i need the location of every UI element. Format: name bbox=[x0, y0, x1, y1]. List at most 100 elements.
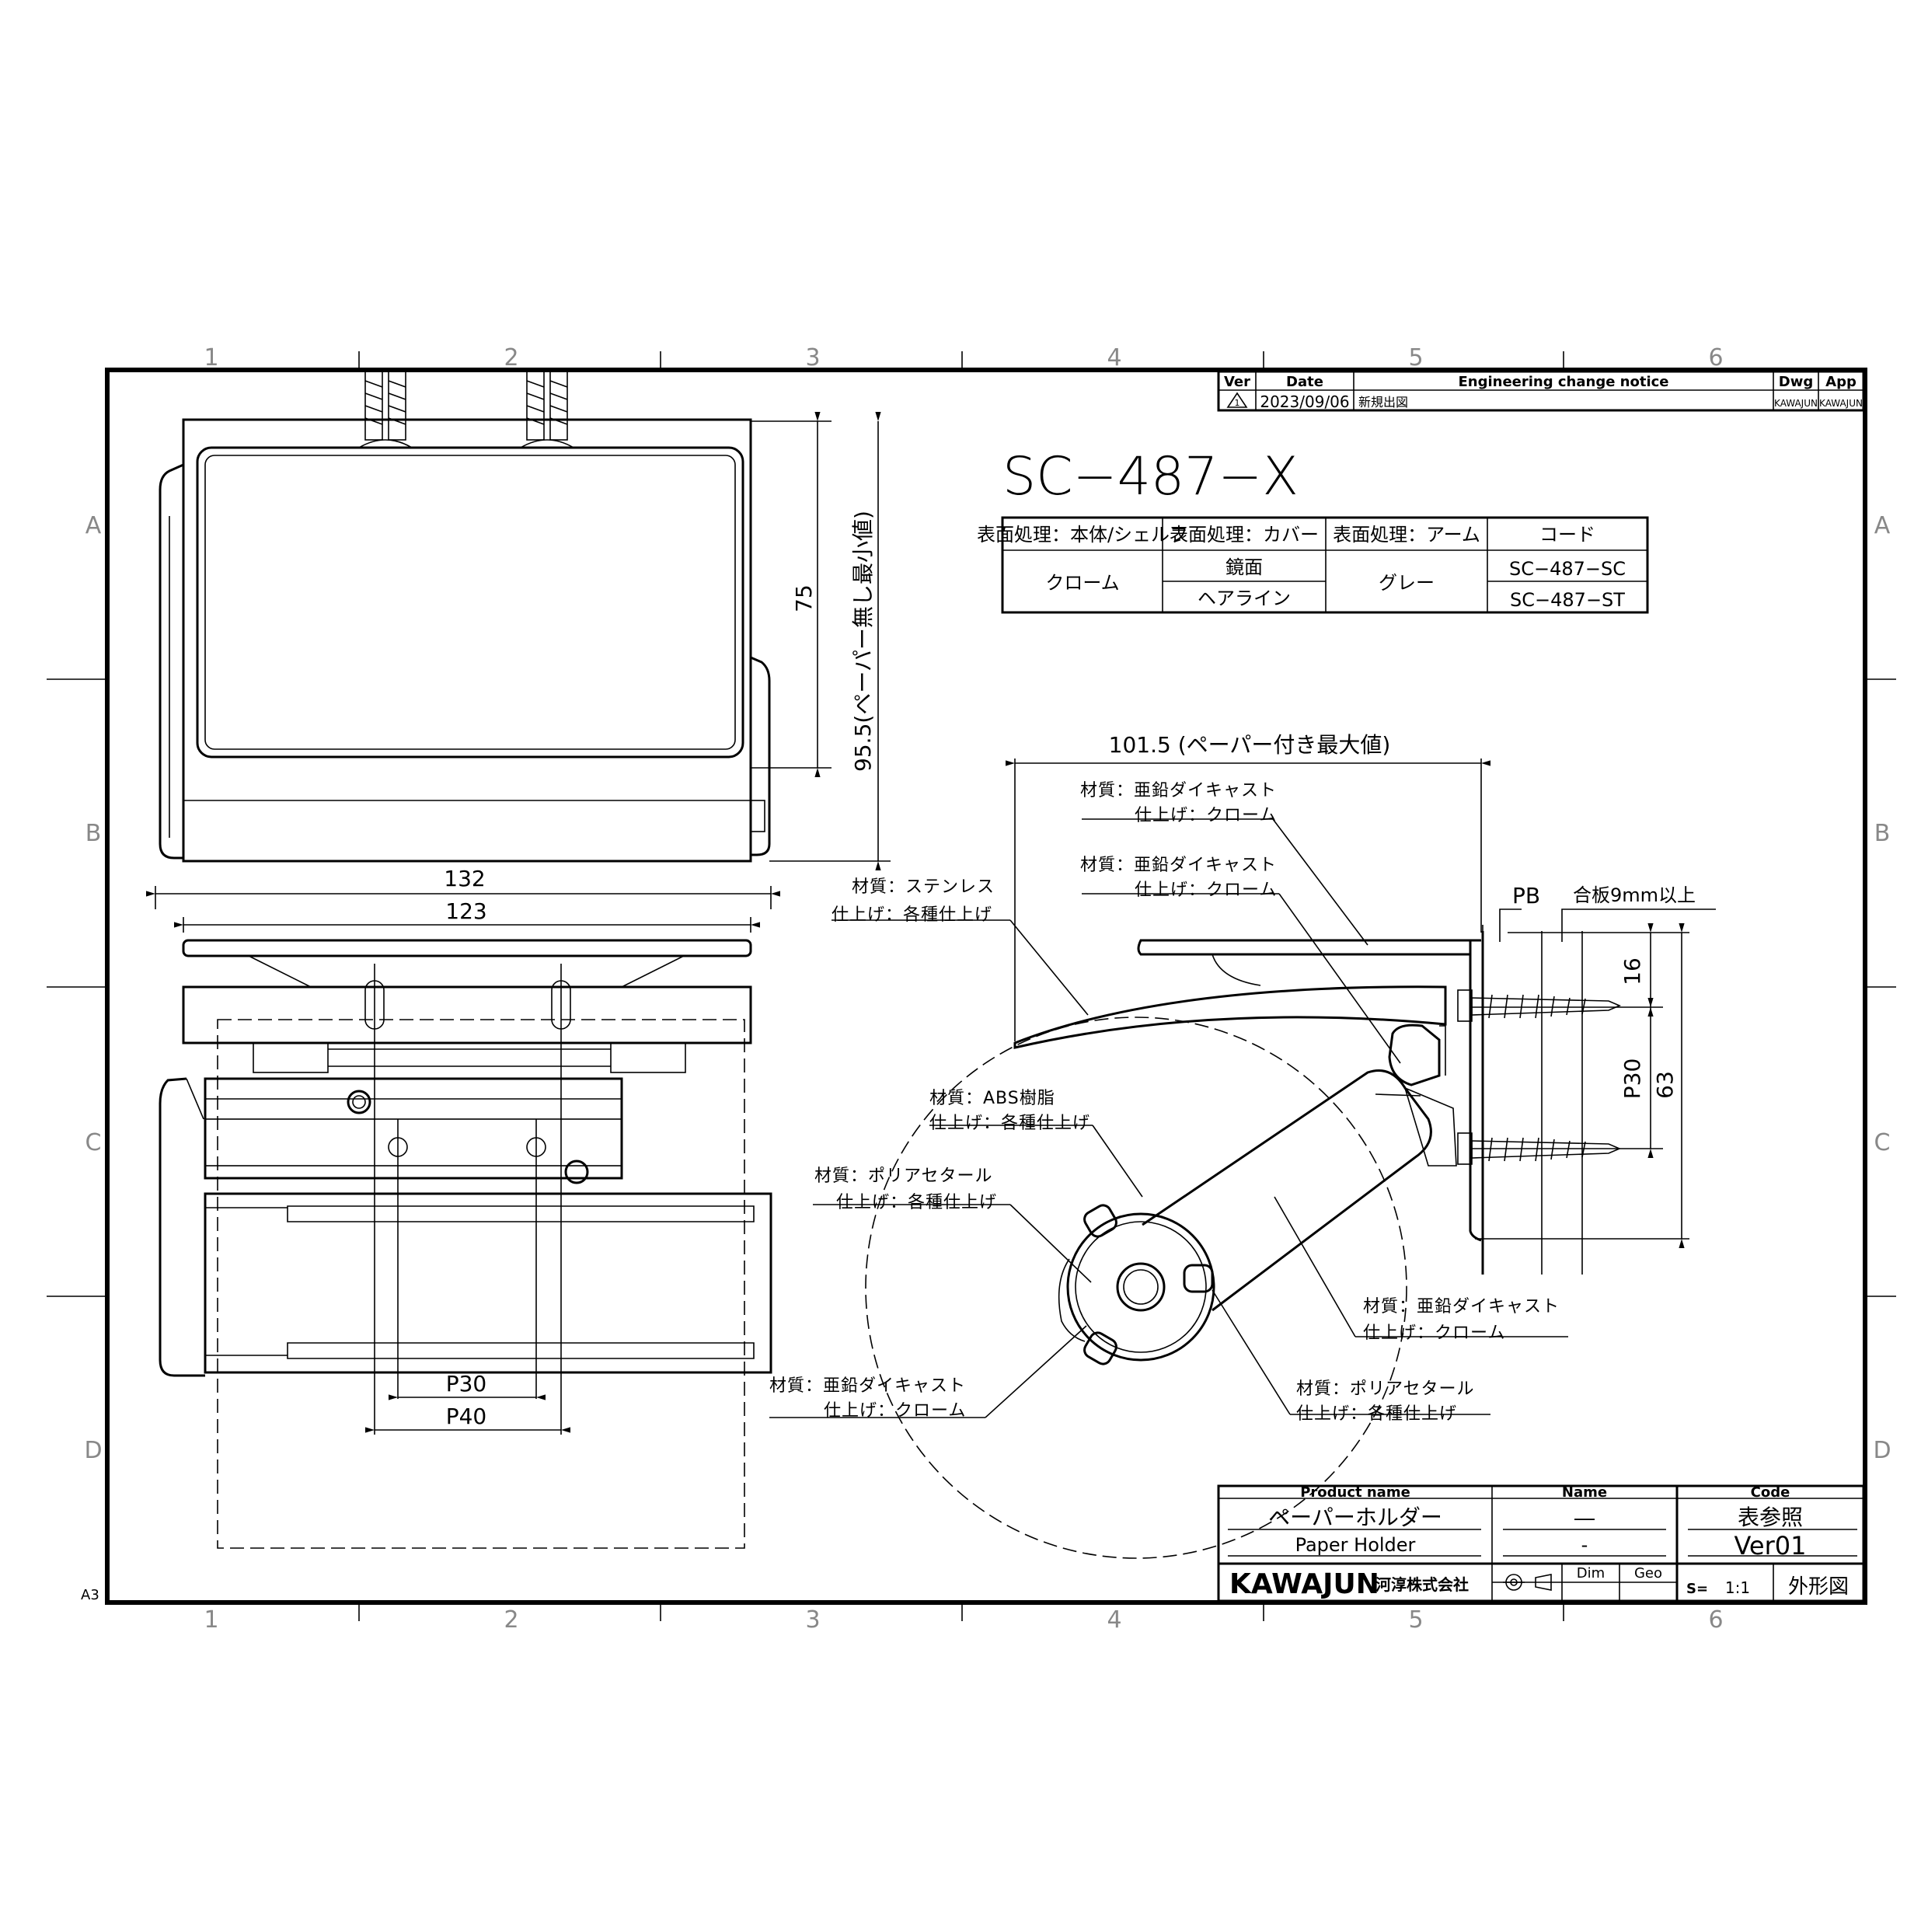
dim-v16: 16 bbox=[1619, 957, 1645, 985]
sheet-size-label: A3 bbox=[81, 1587, 99, 1603]
callout-6-material: 材質：亜鉛ダイキャスト bbox=[1363, 1297, 1560, 1316]
callout-4-material: 材質：ABS樹脂 bbox=[929, 1089, 1055, 1108]
finish-header-cover: 表面処理：カバー bbox=[1170, 524, 1319, 546]
callout-6-finish: 仕上げ：クローム bbox=[1363, 1323, 1505, 1343]
callout-8-material: 材質：ポリアセタール bbox=[1296, 1379, 1475, 1399]
rev-header-date: Date bbox=[1286, 374, 1323, 390]
callout-3-material: 材質：ステンレス bbox=[852, 877, 995, 897]
revision-triangle-icon bbox=[1226, 392, 1248, 408]
callout-7-finish: 仕上げ：クローム bbox=[824, 1401, 966, 1421]
rev-header-dwg: Dwg bbox=[1779, 374, 1813, 390]
name-jp-value: ― bbox=[1574, 1507, 1595, 1530]
scale-value: 1:1 bbox=[1725, 1578, 1750, 1597]
grid-col-1-top: 1 bbox=[204, 344, 218, 371]
title-header-product: Product name bbox=[1300, 1484, 1410, 1501]
grid-row-b-right: B bbox=[1874, 820, 1891, 847]
finish-cover-row2: ヘアライン bbox=[1198, 588, 1291, 609]
grid-row-a-left: A bbox=[85, 512, 102, 539]
side-view-dims bbox=[1006, 759, 1716, 1248]
grid-row-d-right: D bbox=[1873, 1437, 1891, 1464]
callout-8-finish: 仕上げ：各種仕上げ bbox=[1296, 1404, 1457, 1424]
dim-depth-101: 101.5 (ペーパー付き最大値) bbox=[1109, 732, 1391, 758]
grid-row-b-left: B bbox=[85, 820, 102, 847]
dim-width-123: 123 bbox=[445, 898, 486, 924]
callout-4-finish: 仕上げ：各種仕上げ bbox=[929, 1114, 1090, 1133]
version-value: Ver01 bbox=[1735, 1531, 1807, 1561]
revision-block: Ver Date Engineering change notice Dwg A… bbox=[1217, 370, 1865, 412]
callout-5-finish: 仕上げ：各種仕上げ bbox=[836, 1193, 997, 1212]
grid-col-2-top: 2 bbox=[504, 344, 518, 371]
grid-row-c-left: C bbox=[85, 1129, 102, 1156]
rev-header-notice: Engineering change notice bbox=[1458, 374, 1668, 390]
finish-header-code: コード bbox=[1539, 524, 1595, 546]
rev-app-value: KAWAJUN bbox=[1819, 398, 1863, 409]
rev-header-ver: Ver bbox=[1224, 374, 1250, 390]
grid-col-4-bottom: 4 bbox=[1107, 1606, 1121, 1634]
sheet-border bbox=[105, 368, 1867, 1605]
front-view-dims bbox=[751, 412, 891, 870]
dim-p40-bottom: P40 bbox=[446, 1404, 487, 1429]
dim-p30-bottom: P30 bbox=[446, 1371, 487, 1397]
grid-col-2-bottom: 2 bbox=[504, 1606, 518, 1634]
grid-col-1-bottom: 1 bbox=[204, 1606, 218, 1634]
callout-1-finish: 仕上げ：クローム bbox=[1135, 806, 1277, 825]
finish-code-row2: SC−487−ST bbox=[1510, 589, 1625, 611]
grid-row-a-right: A bbox=[1874, 512, 1891, 539]
rev-header-app: App bbox=[1825, 374, 1857, 390]
finish-cover-row1: 鏡面 bbox=[1225, 556, 1263, 578]
geo-label: Geo bbox=[1634, 1565, 1662, 1582]
scale-label: S= bbox=[1686, 1581, 1708, 1597]
callout-2-finish: 仕上げ：クローム bbox=[1135, 881, 1277, 900]
grid-col-5-top: 5 bbox=[1408, 344, 1423, 371]
product-name-jp: ペーパーホルダー bbox=[1268, 1505, 1442, 1530]
callout-1-material: 材質：亜鉛ダイキャスト bbox=[1080, 781, 1277, 800]
grid-col-3-bottom: 3 bbox=[805, 1606, 820, 1634]
dim-height-75: 75 bbox=[791, 584, 817, 612]
title-header-code: Code bbox=[1751, 1484, 1790, 1501]
dim-v63: 63 bbox=[1652, 1071, 1678, 1099]
rev-dwg-value: KAWAJUN bbox=[1774, 398, 1818, 409]
product-name-en: Paper Holder bbox=[1295, 1534, 1416, 1556]
dim-plywood: 合板9mm以上 bbox=[1573, 884, 1696, 906]
dim-vp30: P30 bbox=[1619, 1058, 1645, 1100]
rev-notice-value: 新規出図 bbox=[1358, 395, 1408, 410]
name-en-value: - bbox=[1581, 1534, 1588, 1556]
grid-col-4-top: 4 bbox=[1107, 344, 1121, 371]
company-name: 河淳株式会社 bbox=[1375, 1575, 1469, 1594]
finish-header-arm: 表面処理：アーム bbox=[1333, 524, 1480, 546]
callout-leaders bbox=[769, 818, 1568, 1418]
title-block bbox=[1217, 1484, 1865, 1602]
front-view bbox=[159, 369, 771, 863]
grid-col-5-bottom: 5 bbox=[1408, 1606, 1423, 1634]
rev-date-value: 2023/09/06 bbox=[1260, 392, 1349, 411]
top-view bbox=[146, 886, 780, 1549]
grid-row-c-right: C bbox=[1874, 1129, 1891, 1156]
projection-symbol-icon bbox=[1503, 1574, 1552, 1591]
callout-3-finish: 仕上げ：各種仕上げ bbox=[832, 905, 992, 925]
company-logo: KAWAJUN bbox=[1229, 1568, 1379, 1600]
dim-width-132: 132 bbox=[444, 866, 485, 891]
grid-row-d-left: D bbox=[84, 1437, 102, 1464]
finish-code-row1: SC−487−SC bbox=[1509, 558, 1626, 580]
grid-ticks bbox=[47, 351, 1896, 1621]
finish-header-body: 表面処理：本体/シェルフ bbox=[977, 524, 1188, 546]
finish-body-value: クローム bbox=[1045, 572, 1119, 594]
model-number: SC−487−X bbox=[1002, 446, 1299, 507]
drawing-type: 外形図 bbox=[1788, 1575, 1849, 1599]
dim-label: Dim bbox=[1577, 1565, 1605, 1582]
code-value: 表参照 bbox=[1738, 1505, 1803, 1530]
callout-2-material: 材質：亜鉛ダイキャスト bbox=[1080, 856, 1277, 875]
rev-ver-value: 1 bbox=[1235, 398, 1240, 408]
callout-7-material: 材質：亜鉛ダイキャスト bbox=[769, 1376, 966, 1396]
grid-col-3-top: 3 bbox=[805, 344, 820, 371]
dim-height-95: 95.5(ペーパー無し最小値) bbox=[850, 511, 876, 772]
finish-arm-value: グレー bbox=[1379, 572, 1435, 594]
title-header-name: Name bbox=[1562, 1484, 1607, 1501]
grid-col-6-top: 6 bbox=[1708, 344, 1723, 371]
dim-pb: PB bbox=[1512, 883, 1540, 908]
side-view bbox=[865, 925, 1622, 1559]
grid-col-6-bottom: 6 bbox=[1708, 1606, 1723, 1634]
callout-5-material: 材質：ポリアセタール bbox=[814, 1167, 993, 1186]
